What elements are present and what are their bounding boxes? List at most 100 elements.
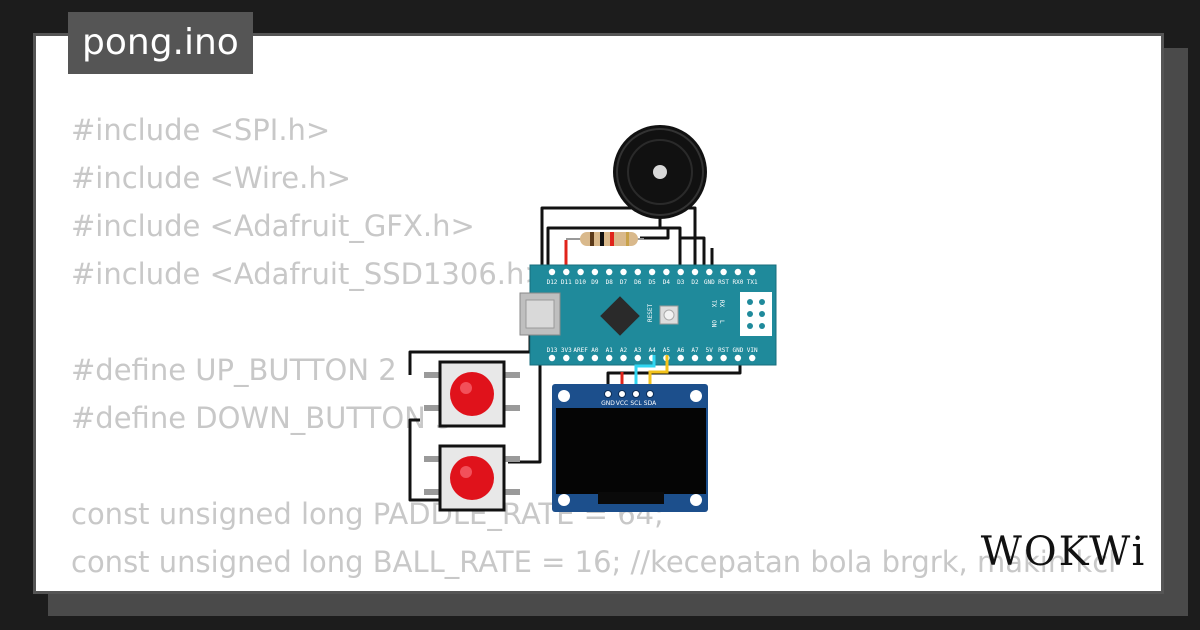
pin-label: D8 [606, 279, 614, 286]
pin-pad[interactable] [577, 354, 584, 362]
microcontroller-chip-icon [600, 296, 640, 336]
pin-pad[interactable] [548, 354, 556, 362]
code-line: #include <Wire.h> [71, 161, 352, 195]
pin-pad[interactable] [577, 268, 584, 276]
pin-pad[interactable] [634, 268, 641, 276]
code-line: #include <Adafruit_GFX.h> [71, 209, 475, 243]
pin-pad[interactable] [563, 268, 570, 276]
buzzer-icon[interactable] [613, 125, 707, 219]
pin-pad[interactable] [591, 354, 599, 362]
icsp-pin [759, 299, 765, 305]
pin-pad[interactable] [663, 268, 670, 276]
oled-pin-label: SDA [644, 400, 657, 407]
pin-label: A0 [591, 347, 599, 354]
oled-pin-label: SCL [630, 400, 642, 407]
code-line: const unsigned long PADDLE_RATE = 64; [71, 497, 664, 531]
pin-pad[interactable] [706, 354, 713, 362]
led-label: TX [710, 300, 717, 308]
led-label: ON [710, 320, 717, 328]
wokwi-logo: WOKWi [976, 528, 1151, 576]
pin-pad[interactable] [606, 354, 613, 362]
icsp-pin [759, 323, 765, 329]
pin-label: 3V3 [561, 347, 572, 354]
up-push-button[interactable] [424, 360, 520, 428]
pin-pad[interactable] [706, 268, 713, 276]
code-line: #define DOWN_BUTTON 3 [71, 401, 454, 435]
wire-oled-sda [648, 355, 669, 393]
pin-label: D6 [634, 279, 642, 286]
pin-pad[interactable] [648, 268, 656, 276]
pin-label: 5V [706, 347, 714, 354]
wire-resistor-buzzer [640, 228, 670, 240]
pin-label: TX1 [747, 279, 758, 286]
pin-label: A5 [663, 347, 671, 354]
pin-pad[interactable] [720, 268, 727, 276]
pin-pad[interactable] [734, 354, 742, 362]
pin-label: D13 [547, 347, 558, 354]
oled-pin-pad[interactable] [646, 390, 654, 398]
pin-pad[interactable] [734, 268, 742, 276]
pin-label: A7 [691, 347, 699, 354]
pin-label: D5 [648, 279, 656, 286]
pin-pad[interactable] [606, 268, 613, 276]
oled-pin-pad[interactable] [618, 390, 626, 398]
reset-label: RESET [647, 304, 654, 322]
pin-pad[interactable] [591, 268, 599, 276]
code-preview: #include <SPI.h> #include <Wire.h> #includ… [71, 106, 1117, 591]
wire-button-gnd [408, 418, 440, 502]
pin-pad[interactable] [720, 354, 727, 362]
pin-label: D12 [547, 279, 558, 286]
pin-label: RST [718, 279, 729, 286]
wire-oled-scl [634, 355, 656, 393]
pin-label: A1 [606, 347, 614, 354]
pin-pad[interactable] [691, 268, 699, 276]
code-line: #define UP_BUTTON 2 [71, 353, 397, 387]
usb-port-icon [519, 292, 561, 336]
pin-label: AREF [573, 347, 588, 354]
led-label: L [718, 320, 725, 324]
icsp-pin [747, 311, 753, 317]
pin-label: RST [718, 347, 729, 354]
pin-pad[interactable] [634, 354, 641, 362]
oled-pin-pad[interactable] [632, 390, 640, 398]
pin-label: A2 [620, 347, 628, 354]
pin-label: D4 [663, 279, 671, 286]
pin-label: RX0 [732, 279, 743, 286]
project-title: pong.ino [68, 12, 253, 74]
code-line: #include <SPI.h> [71, 113, 331, 147]
down-push-button[interactable] [424, 444, 520, 512]
pin-label: D7 [620, 279, 628, 286]
pin-label: A6 [677, 347, 685, 354]
pin-pad[interactable] [677, 354, 684, 362]
code-line: const unsigned long BALL_RATE = 16; //ke… [71, 545, 1117, 579]
pin-pad[interactable] [691, 354, 699, 362]
pin-label: A3 [634, 347, 642, 354]
icsp-pin [747, 299, 753, 305]
pin-label: GND [704, 279, 715, 286]
resistor-icon[interactable] [566, 232, 644, 246]
pin-label: GND [732, 347, 743, 354]
pin-pad[interactable] [548, 268, 556, 276]
code-line: #include <Adafruit_SSD1306.h> [71, 257, 549, 291]
oled-pin-label: GND [601, 400, 615, 407]
pin-label: D9 [591, 279, 599, 286]
pin-label: D11 [561, 279, 572, 286]
pin-pad[interactable] [563, 354, 570, 362]
pin-pad[interactable] [677, 268, 684, 276]
pin-pad[interactable] [749, 354, 756, 362]
oled-pin-pad[interactable] [604, 390, 612, 398]
oled-screen [556, 408, 706, 494]
pin-label: D2 [691, 279, 699, 286]
icsp-header [740, 292, 772, 336]
pin-pad[interactable] [620, 268, 627, 276]
pin-label: D10 [575, 279, 586, 286]
wire-gnd-top [680, 236, 706, 265]
pin-pad[interactable] [749, 268, 756, 276]
pin-pad[interactable] [620, 354, 627, 362]
